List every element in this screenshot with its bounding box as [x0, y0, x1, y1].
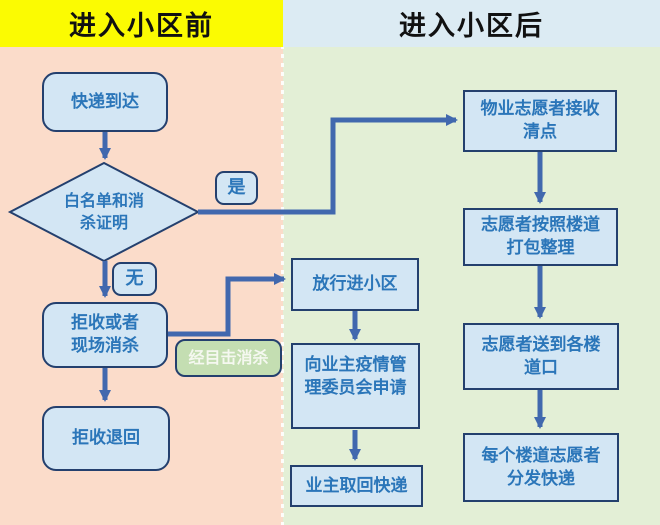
apply-committee-node: 向业主疫情管 理委员会申请 [291, 343, 420, 429]
reject-or-disinfect-node: 拒收或者 现场消杀 [42, 302, 168, 368]
volunteer-receive-count-node: 物业志愿者接收 清点 [463, 90, 617, 152]
start-node-package-arrival: 快递到达 [42, 72, 168, 132]
yes-badge: 是 [215, 171, 258, 205]
pack-by-corridor-node: 志愿者按照楼道 打包整理 [463, 208, 618, 266]
deliver-to-corridor-node: 志愿者送到各楼 道口 [463, 323, 619, 390]
header-after-entry: 进入小区后 [283, 0, 660, 47]
no-badge: 无 [112, 262, 157, 296]
reject-return-node: 拒收退回 [42, 406, 170, 471]
zone-divider-dashed-line [281, 0, 284, 525]
header-before-entry: 进入小区前 [0, 0, 283, 47]
decision-label-whitelist-disinfection: 白名单和消 杀证明 [63, 191, 144, 232]
witnessed-disinfection-tag: 经目击消杀 [175, 339, 282, 377]
arrow-yes-to-receive [198, 114, 458, 215]
owner-pickup-node: 业主取回快递 [290, 465, 423, 507]
arrow-disinfect-to-release [168, 273, 286, 337]
release-into-community-node: 放行进小区 [291, 258, 419, 311]
distribute-packages-node: 每个楼道志愿者 分发快递 [463, 433, 619, 502]
